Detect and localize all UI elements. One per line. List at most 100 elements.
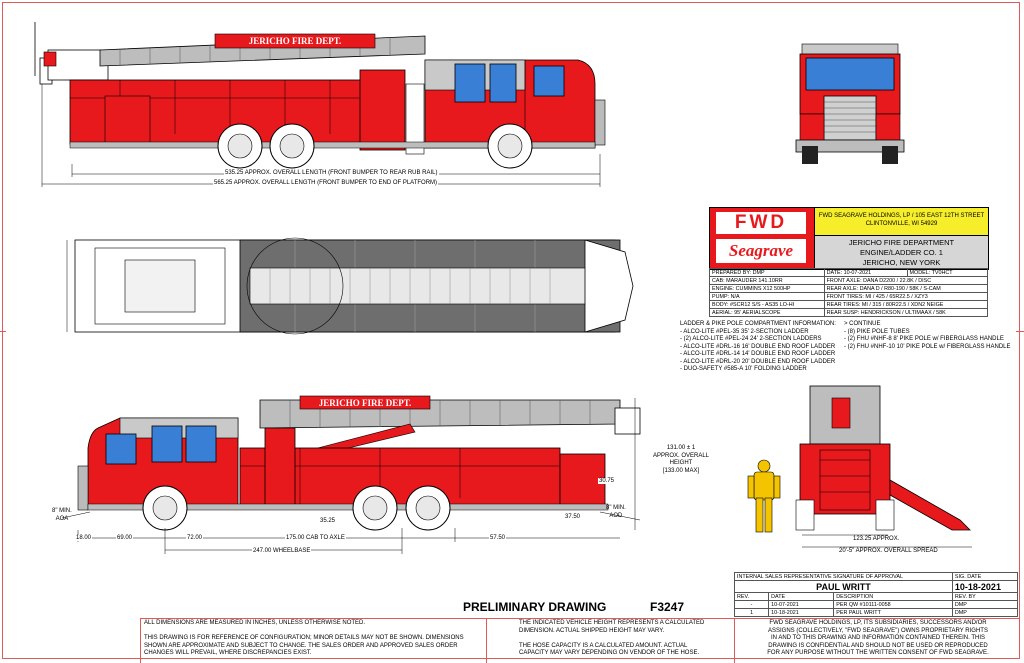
- dim-height-line: HEIGHT: [669, 460, 693, 466]
- footer-line: THE HOSE CAPACITY IS A CALCULATED AMOUNT…: [519, 642, 688, 649]
- rev-header-row: REV. DATE DESCRIPTION REV. BY: [733, 592, 1019, 601]
- footer-line: DRAWING IS CONFIDENTIAL AND SHOULD NOT B…: [768, 642, 988, 649]
- spec-cell: FRONT AXLE: DANA D2200 / 22.8K / DISC: [823, 276, 989, 285]
- platform-bucket: [47, 49, 109, 81]
- spec-cell: AERIAL: 95' AERIALSCOPE: [709, 308, 825, 317]
- note-line: - (2) ALCO-LITE #PEL-24 24' 2-SECTION LA…: [680, 336, 822, 342]
- rear-tandem-wheels: [217, 123, 315, 169]
- front-wheel: [487, 123, 533, 169]
- cab-window-front: [533, 65, 565, 97]
- chassis-rail: [69, 141, 596, 149]
- dim-30-75: 30.75: [598, 478, 616, 484]
- cab-window-mid: [489, 63, 517, 103]
- front-bumper: [795, 139, 905, 153]
- approval-date: 10-18-2021: [951, 580, 1019, 593]
- spec-cell: DATE: 10-07-2021: [823, 268, 908, 277]
- dim-aoa: 8" MIN. AOA: [52, 508, 72, 523]
- rev-cell: 10-18-2021: [768, 608, 835, 617]
- dim-spread: 20'-5" APPROX. OVERALL SPREAD: [838, 548, 939, 554]
- footer-line: CAPACITY MAY VARY DEPENDING ON VENDOR OF…: [519, 650, 700, 656]
- footer-rule: [486, 619, 487, 663]
- spec-cell: PUMP: N/A: [709, 292, 825, 301]
- rear-step: [819, 449, 871, 511]
- dim-69-00: 69.00: [116, 535, 134, 541]
- approval-signature-row: PAUL WRITT 10-18-2021: [734, 580, 1019, 593]
- spec-cell: CAB: MARAUDER 141.10RR: [709, 276, 825, 285]
- turntable-column: [264, 427, 296, 509]
- note-line: - (2) FHU #NHF-10 10' PIKE POLE w/ FIBER…: [844, 343, 1011, 350]
- rev-cell: 1: [733, 608, 770, 617]
- rear-compartment: [559, 453, 606, 507]
- footer-rule: [734, 619, 735, 663]
- rear-tandem-wheels: [352, 485, 451, 531]
- note-line: - ALCO-LITE #DRL-16 16' DOUBLE END ROOF …: [680, 343, 836, 350]
- spec-cell: REAR TIRES: MI / 315 / 80R22.5 / XDN2 NE…: [823, 300, 989, 309]
- footer-line: CHANGES WILL PREVAIL, WHERE DISCREPANCIE…: [144, 650, 312, 656]
- note-line: - (2) FHU #NHF-8 8' PIKE POLE w/ FIBERGL…: [844, 336, 1004, 342]
- footer-line: DIMENSION. ACTUAL SHIPPED HEIGHT MAY VAR…: [519, 627, 665, 634]
- rev-header: DATE: [768, 592, 835, 601]
- truck-front-view: [795, 43, 905, 164]
- rev-cell: DMP: [951, 600, 1019, 609]
- dim-height: 131.00 ± 1 APPROX. OVERALL HEIGHT [133.0…: [653, 445, 709, 475]
- truck-rear-view: [747, 385, 972, 548]
- cab-window-mid: [151, 425, 183, 463]
- cab-roof-plan: [584, 239, 634, 333]
- footer-line: FWD SEAGRAVE HOLDINGS, LP, ITS SUBSIDIAR…: [769, 620, 987, 626]
- front-bumper: [594, 99, 606, 146]
- customer-line-1: JERICHO FIRE DEPARTMENT: [848, 238, 955, 247]
- company-line-1: FWD SEAGRAVE HOLDINGS, LP / 105 EAST 12T…: [818, 213, 985, 219]
- truck-plan-view: [66, 237, 634, 335]
- spec-cell: PREPARED BY: DMP: [709, 268, 825, 277]
- footer-rule: [140, 619, 141, 663]
- note-line: - DUO-SAFETY #585-A 10' FOLDING LADDER: [680, 366, 807, 372]
- body-rear: [799, 443, 891, 515]
- rev-header: DESCRIPTION: [833, 592, 953, 601]
- note-line: - ALCO-LITE #DRL-20 20' DOUBLE END ROOF …: [680, 358, 836, 365]
- nozzle-monitor: [43, 51, 57, 67]
- note-line: - ALCO-LITE #DRL-14 14' DOUBLE END ROOF …: [680, 351, 836, 357]
- platform-bucket: [614, 407, 641, 435]
- approval-table: INTERNAL SALES REPRESENTATIVE SIGNATURE …: [733, 572, 1019, 617]
- spec-cell: MODEL: TV0HCT: [906, 268, 989, 277]
- ladder-lettering-board: [214, 33, 376, 49]
- note-line: > CONTINUE: [844, 321, 881, 327]
- customer-box: JERICHO FIRE DEPARTMENT ENGINE/LADDER CO…: [814, 235, 989, 270]
- footer-line: SHOWN ARE APPROXIMATE AND SUBJECT TO CHA…: [144, 642, 458, 649]
- turntable-circle: [246, 237, 344, 335]
- dim-height-line: [133.00 MAX]: [662, 467, 700, 474]
- rev-header: REV. BY: [951, 592, 1019, 601]
- dim-72-00: 72.00: [186, 535, 204, 541]
- preliminary-drawing-label: PRELIMINARY DRAWING: [463, 600, 607, 614]
- approval-header-row: INTERNAL SALES REPRESENTATIVE SIGNATURE …: [734, 572, 1019, 581]
- rev-cell: 10-07-2021: [768, 600, 835, 609]
- footer-notes-1: ALL DIMENSIONS ARE MEASURED IN INCHES, U…: [144, 620, 464, 658]
- footer-divider: [140, 618, 1020, 619]
- dim-height-line: APPROX. OVERALL: [653, 452, 710, 459]
- fwd-seagrave-logo: FWD Seagrave: [709, 207, 815, 270]
- dim-18-00: 18.00: [75, 535, 93, 541]
- front-tire-left: [802, 146, 818, 164]
- grille: [823, 95, 877, 141]
- notes-right: > CONTINUE - (8) PIKE POLE TUBES - (2) F…: [844, 321, 1011, 351]
- cab-window-rear: [454, 63, 486, 103]
- approval-header: INTERNAL SALES REPRESENTATIVE SIGNATURE …: [734, 572, 953, 581]
- rev-cell: DMP: [951, 608, 1019, 617]
- rev-cell: -: [733, 600, 770, 609]
- chassis-rail: [87, 503, 609, 511]
- company-address-box: FWD SEAGRAVE HOLDINGS, LP / 105 EAST 12T…: [814, 207, 989, 236]
- cab-window-front: [105, 433, 137, 465]
- footer-line: ALL DIMENSIONS ARE MEASURED IN INCHES, U…: [144, 620, 366, 626]
- windshield: [805, 57, 895, 91]
- turntable-column: [359, 69, 406, 151]
- rev-header: REV.: [733, 592, 770, 601]
- outrigger: [405, 83, 425, 155]
- dim-35-25: 35.25: [319, 518, 337, 524]
- rev-cell: PER PAUL WRITT: [833, 608, 953, 617]
- dim-overall-rub-rail: 535.25 APPROX. OVERALL LENGTH (FRONT BUM…: [224, 170, 439, 176]
- firefighter-figure: [747, 459, 781, 533]
